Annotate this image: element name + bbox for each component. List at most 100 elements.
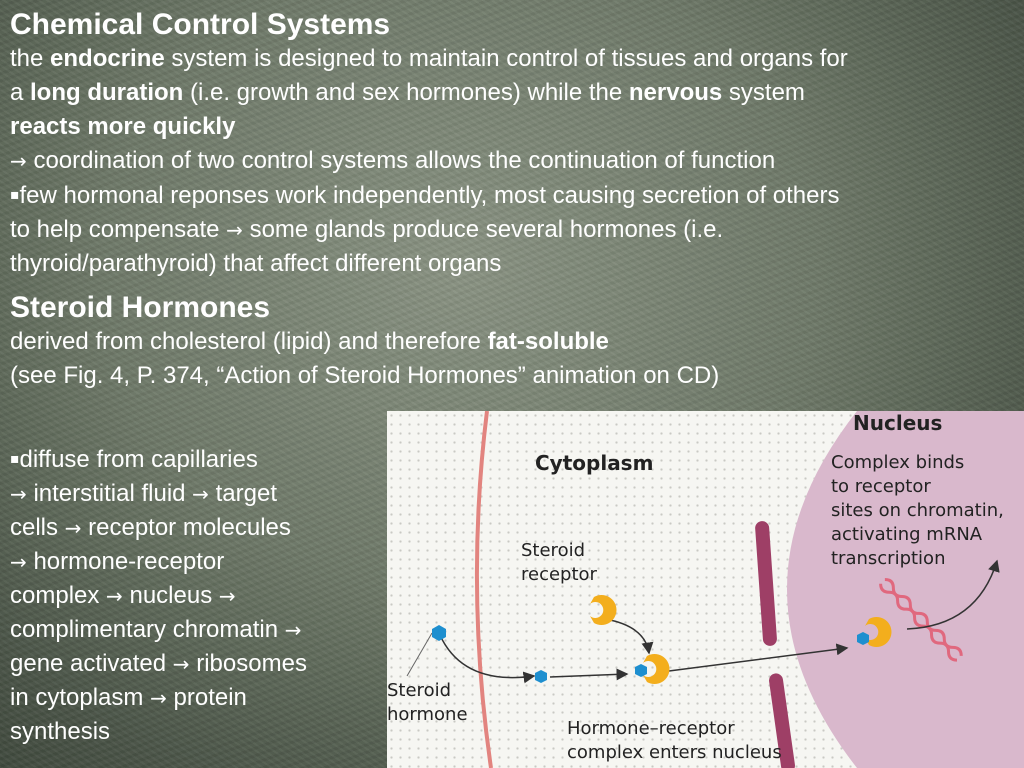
- hormone-in-complex: [635, 664, 647, 677]
- bold-text-nervous: nervous: [628, 79, 723, 106]
- label-line: Complex binds: [831, 452, 965, 473]
- text: in cytoplasm: [10, 684, 151, 711]
- receptor-arrow: [604, 618, 654, 655]
- text: complex: [10, 582, 107, 609]
- arrow-icon: →: [10, 482, 27, 506]
- bold-text-endocrine: endocrine: [50, 45, 165, 72]
- text: interstitial fluid: [33, 480, 193, 507]
- text: thyroid/parathyroid) that affect differe…: [10, 250, 502, 277]
- arrow-icon: →: [10, 149, 27, 173]
- text: a: [10, 79, 31, 106]
- process-line: synthesis: [10, 715, 380, 749]
- bound-complex-molecule: [865, 617, 892, 647]
- process-line: in cytoplasm → protein: [10, 681, 380, 715]
- text: protein: [173, 684, 247, 711]
- receptor-molecule: [590, 595, 617, 625]
- text: system: [722, 79, 805, 106]
- text: few hormonal reponses work independently…: [19, 182, 840, 209]
- text: nucleus: [129, 582, 219, 609]
- hormone-molecule: [535, 670, 547, 683]
- paragraph-line: → coordination of two control systems al…: [10, 144, 1010, 178]
- dna-strand-2: [879, 583, 958, 662]
- text: (see Fig. 4, P. 374, “Action of Steroid …: [10, 362, 720, 389]
- text: synthesis: [10, 718, 111, 745]
- label-nucleus: Nucleus: [853, 411, 943, 435]
- label-line: receptor: [521, 564, 597, 585]
- text: gene activated: [10, 650, 173, 677]
- arrow-icon: →: [226, 218, 243, 242]
- text: system is designed to maintain control o…: [164, 45, 848, 72]
- label-line: activating mRNA: [831, 524, 983, 545]
- bullet-icon: ▪: [10, 187, 20, 203]
- section-title-chemical-control: Chemical Control Systems: [10, 8, 391, 41]
- process-steps: ▪diffuse from capillaries → interstitial…: [10, 442, 380, 749]
- arrow-icon: →: [10, 550, 27, 574]
- bold-text-reacts-quickly: reacts more quickly: [10, 113, 236, 140]
- text: hormone-receptor: [33, 548, 225, 575]
- paragraph-line: (see Fig. 4, P. 374, “Action of Steroid …: [10, 359, 1010, 393]
- arrow-icon: →: [192, 482, 209, 506]
- text: receptor molecules: [88, 514, 291, 541]
- label-line: complex enters nucleus: [567, 742, 782, 763]
- process-line: ▪diffuse from capillaries: [10, 442, 380, 477]
- section-title-steroid-hormones: Steroid Hormones: [10, 291, 271, 324]
- process-line: complimentary chromatin →: [10, 613, 380, 647]
- complex-arrow: [549, 668, 629, 681]
- paragraph-line: reacts more quickly: [10, 110, 1010, 144]
- arrow-icon: →: [172, 652, 190, 676]
- transcription-arrow: [906, 559, 1000, 630]
- process-line: → hormone-receptor: [10, 545, 380, 579]
- arrow-icon: →: [284, 618, 302, 642]
- paragraph-line: the endocrine system is designed to main…: [10, 42, 1010, 76]
- text: complimentary chromatin: [10, 616, 285, 643]
- label-line: sites on chromatin,: [831, 500, 1004, 521]
- text: target: [215, 480, 277, 507]
- process-line: cells → receptor molecules: [10, 511, 380, 545]
- label-cytoplasm: Cytoplasm: [535, 451, 654, 475]
- label-complex-binds: Complex binds to receptor sites on chrom…: [831, 451, 1004, 571]
- text: (i.e. growth and sex hormones) while the: [183, 79, 629, 106]
- bold-text-long-duration: long duration: [30, 79, 184, 106]
- text: derived from cholesterol (lipid) and the…: [10, 328, 488, 355]
- paragraph-line: a long duration (i.e. growth and sex hor…: [10, 76, 1010, 110]
- process-line: complex → nucleus →: [10, 579, 380, 613]
- bold-text-fat-soluble: fat-soluble: [487, 328, 609, 355]
- label-line: Steroid: [387, 680, 452, 701]
- label-steroid-hormone: Steroid hormone: [387, 679, 468, 727]
- steroid-hormone-figure: Nucleus Cytoplasm Complex binds to recep…: [387, 411, 1024, 768]
- cell-membrane: [474, 411, 493, 768]
- label-line: transcription: [831, 548, 946, 569]
- label-line: to receptor: [831, 476, 931, 497]
- text: some glands produce several hormones (i.…: [249, 216, 724, 243]
- to-nucleus-arrow: [668, 643, 849, 672]
- text: cells: [10, 514, 65, 541]
- text: ribosomes: [196, 650, 307, 677]
- bullet-icon: ▪: [10, 451, 20, 467]
- hormone-molecule: [432, 625, 446, 641]
- hormone-label-leader: [406, 632, 433, 677]
- hormone-path-arrow: [438, 632, 536, 684]
- label-line: Steroid: [521, 540, 586, 561]
- text: the: [10, 45, 51, 72]
- process-line: → interstitial fluid → target: [10, 477, 380, 511]
- complex-molecule: [643, 654, 670, 684]
- slide-text: Chemical Control Systems the endocrine s…: [10, 8, 1010, 393]
- process-line: gene activated → ribosomes: [10, 647, 380, 681]
- arrow-icon: →: [106, 584, 123, 608]
- arrow-icon: →: [64, 516, 82, 540]
- figure-illustration: [406, 411, 1024, 768]
- paragraph-line: derived from cholesterol (lipid) and the…: [10, 325, 1010, 359]
- label-hormone-receptor-complex: Hormone–receptor complex enters nucleus: [567, 717, 782, 765]
- text: diffuse from capillaries: [19, 446, 258, 473]
- arrow-icon: →: [218, 584, 236, 608]
- paragraph-line: thyroid/parathyroid) that affect differe…: [10, 247, 1010, 281]
- nucleus-region: [787, 411, 1024, 768]
- nuclear-pore-lower: [769, 673, 795, 768]
- arrow-icon: →: [150, 686, 167, 710]
- nuclear-pore-upper: [755, 521, 777, 646]
- hormone-in-nucleus: [857, 632, 869, 645]
- paragraph-line: to help compensate → some glands produce…: [10, 213, 1010, 247]
- paragraph-line: ▪few hormonal reponses work independentl…: [10, 178, 1010, 213]
- label-line: Hormone–receptor: [567, 718, 735, 739]
- text: to help compensate: [10, 216, 227, 243]
